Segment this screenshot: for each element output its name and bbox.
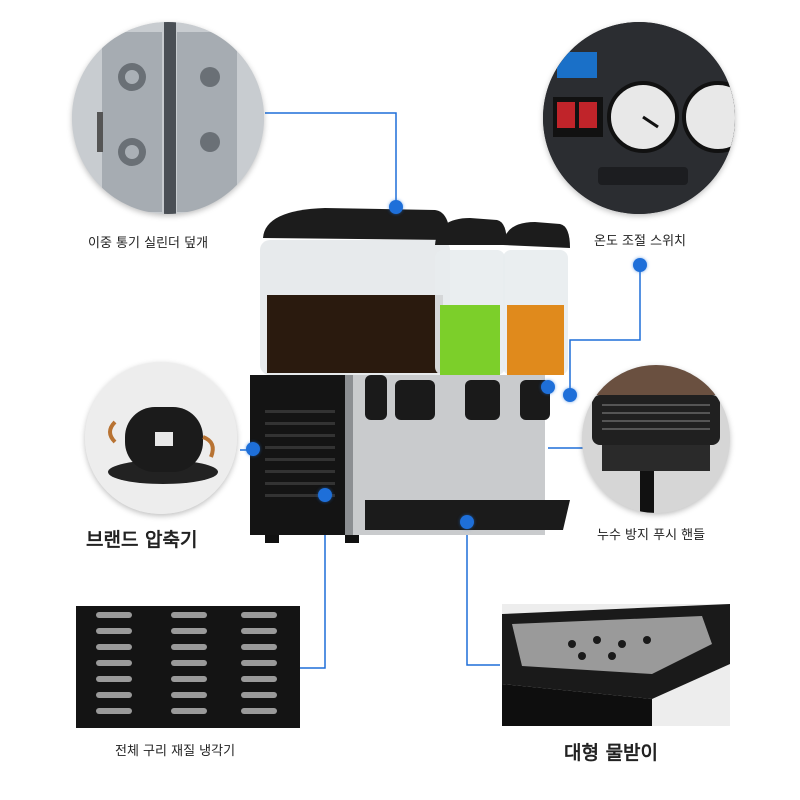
push-marker-dot xyxy=(541,380,555,394)
drip-tray-detail-image xyxy=(502,604,730,726)
lid-label: 이중 통기 실린더 덮개 xyxy=(88,236,209,251)
copper-cooling-label: 전체 구리 재질 냉각기 xyxy=(115,744,236,759)
push-handle-label: 누수 방지 푸시 핸들 xyxy=(597,528,706,543)
thermostat-marker-dot xyxy=(633,258,647,272)
compressor-detail-image xyxy=(85,362,237,514)
thermostat-detail-image xyxy=(543,22,735,214)
handle-marker-dot xyxy=(563,388,577,402)
copper-cooling-detail-image xyxy=(76,606,300,728)
lid-marker-dot xyxy=(389,200,403,214)
push-handle-detail-image xyxy=(582,365,730,513)
cooling-marker-dot xyxy=(318,488,332,502)
drip-tray-marker-dot xyxy=(460,515,474,529)
thermostat-label: 온도 조절 스위치 xyxy=(594,234,686,249)
lid-detail-image xyxy=(72,22,264,214)
compressor-label: 브랜드 압축기 xyxy=(86,529,198,551)
compressor-marker-dot xyxy=(246,442,260,456)
drip-tray-label: 대형 물받이 xyxy=(564,742,659,764)
juice-dispenser-product xyxy=(250,208,570,543)
